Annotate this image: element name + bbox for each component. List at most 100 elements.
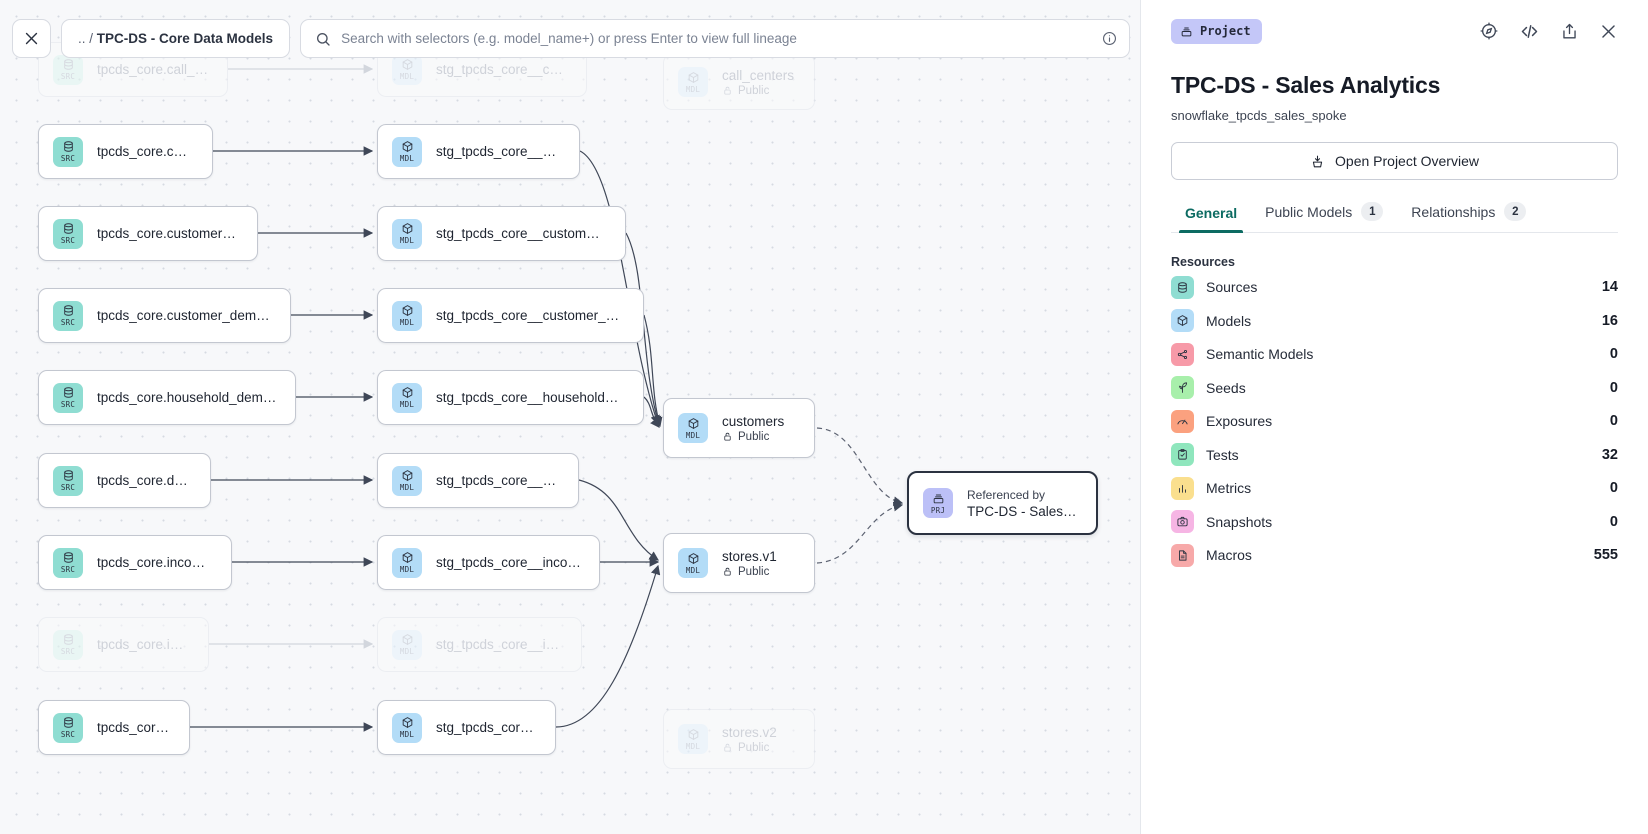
resource-row[interactable]: Metrics 0 <box>1171 473 1618 504</box>
node-labels: stg_tpcds_core__store <box>436 720 537 735</box>
database-icon <box>1171 275 1194 299</box>
node-type-label: MDL <box>399 154 415 164</box>
node-type-label: SRC <box>60 400 76 410</box>
tab-count: 2 <box>1504 202 1527 221</box>
graph-node[interactable]: SRC tpcds_core.income_band <box>38 535 232 590</box>
graph-node[interactable]: SRC tpcds_core.date_dim <box>38 453 211 508</box>
node-label: tpcds_core.inventory <box>97 637 190 652</box>
graph-node[interactable]: MDL stg_tpcds_core__customer_demogra… <box>377 288 644 343</box>
lineage-canvas[interactable]: SRC tpcds_core.call_center SRC tpcds_cor… <box>0 0 1140 834</box>
node-labels: tpcds_core.household_demographics <box>97 390 277 405</box>
graph-node[interactable]: MDL stg_tpcds_core__store <box>377 700 556 755</box>
node-access: Public <box>722 431 784 443</box>
graph-node[interactable]: SRC tpcds_core.store <box>38 700 190 755</box>
node-type-badge: MDL <box>678 548 708 578</box>
cube-icon <box>401 222 414 235</box>
lock-icon <box>722 431 733 442</box>
resource-row[interactable]: Sources 14 <box>1171 272 1618 303</box>
node-type-badge: SRC <box>53 300 83 331</box>
resource-name: Metrics <box>1206 480 1252 497</box>
node-access-label: Public <box>738 84 770 97</box>
resource-row[interactable]: Exposures 0 <box>1171 406 1618 437</box>
node-label: tpcds_core.store <box>97 720 171 735</box>
share-icon[interactable] <box>1560 22 1579 41</box>
cube-icon <box>687 417 700 430</box>
graph-node[interactable]: MDL stg_tpcds_core__income_band <box>377 535 600 590</box>
cube-icon <box>401 716 414 729</box>
node-label: call_centers <box>722 67 795 83</box>
resource-row[interactable]: Tests 32 <box>1171 440 1618 471</box>
node-type-label: SRC <box>60 236 76 246</box>
node-access: Public <box>722 566 777 578</box>
breadcrumb-prefix: .. / <box>78 31 94 46</box>
graph-node[interactable]: MDL stg_tpcds_core__inventory <box>377 617 582 672</box>
code-icon[interactable] <box>1519 21 1540 42</box>
graph-node[interactable]: MDL stg_tpcds_core__household_demogr… <box>377 370 644 425</box>
graph-node[interactable]: SRC tpcds_core.customer_demographics <box>38 288 291 343</box>
resource-row[interactable]: Snapshots 0 <box>1171 507 1618 538</box>
lineage-nodes: SRC tpcds_core.call_center SRC tpcds_cor… <box>38 42 1098 769</box>
search-input[interactable] <box>341 31 1093 46</box>
node-labels: tpcds_core.customer_demographics <box>97 308 272 323</box>
close-panel-icon[interactable] <box>1599 22 1618 41</box>
node-type-badge: SRC <box>53 629 83 660</box>
tab-general[interactable]: General <box>1171 205 1251 233</box>
node-labels: stg_tpcds_core__customer <box>436 144 561 159</box>
search-box[interactable] <box>300 19 1131 58</box>
bars-icon <box>1171 476 1194 500</box>
project-icon <box>932 492 945 505</box>
graph-node[interactable]: SRC tpcds_core.customer_address <box>38 206 258 261</box>
resource-count: 32 <box>1601 446 1618 463</box>
graph-node[interactable]: MDL stg_tpcds_core__customer <box>377 124 580 179</box>
lock-icon <box>722 85 733 96</box>
resource-row[interactable]: Models 16 <box>1171 306 1618 337</box>
graph-node[interactable]: MDL stg_tpcds_core__date_dim <box>377 453 579 508</box>
cube-icon <box>687 71 700 84</box>
graph-node[interactable]: SRC tpcds_core.household_demographics <box>38 370 296 425</box>
cube-icon <box>401 140 414 153</box>
node-labels: tpcds_core.call_center <box>97 62 209 77</box>
node-supertitle: Referenced by <box>967 487 1046 502</box>
node-type-label: MDL <box>685 430 701 440</box>
resource-row[interactable]: Semantic Models 0 <box>1171 339 1618 370</box>
tab-label: General <box>1185 205 1238 221</box>
graph-node[interactable]: SRC tpcds_core.customer <box>38 124 213 179</box>
clipboard-icon <box>1171 443 1194 467</box>
resource-count: 16 <box>1601 312 1618 329</box>
graph-node[interactable]: SRC tpcds_core.inventory <box>38 617 209 672</box>
compass-icon[interactable] <box>1479 21 1499 41</box>
node-access: Public <box>722 742 777 754</box>
cube-icon <box>401 551 414 564</box>
node-label: stg_tpcds_core__customer_demogra… <box>436 308 625 323</box>
cube-icon <box>1171 309 1194 333</box>
node-type-label: MDL <box>399 483 415 493</box>
graph-node[interactable]: MDL stg_tpcds_core__customer_address <box>377 206 626 261</box>
resource-name: Exposures <box>1206 413 1273 430</box>
resource-row[interactable]: Seeds 0 <box>1171 373 1618 404</box>
node-label: stores.v2 <box>722 724 777 740</box>
open-project-overview-button[interactable]: Open Project Overview <box>1171 142 1618 180</box>
file-icon <box>1171 543 1194 567</box>
node-label: stg_tpcds_core__household_demogr… <box>436 390 625 405</box>
cube-icon <box>687 728 700 741</box>
node-type-label: MDL <box>685 741 701 751</box>
resource-row[interactable]: Macros 555 <box>1171 540 1618 571</box>
node-label: tpcds_core.income_band <box>97 555 213 570</box>
close-graph-button[interactable] <box>12 19 51 58</box>
node-type-label: MDL <box>399 730 415 740</box>
node-labels: stg_tpcds_core__inventory <box>436 637 563 652</box>
node-label: stg_tpcds_core__income_band <box>436 555 581 570</box>
resource-name: Semantic Models <box>1206 346 1314 363</box>
details-panel: Project <box>1140 0 1648 834</box>
info-icon[interactable] <box>1102 31 1117 46</box>
breadcrumb[interactable]: .. / TPC-DS - Core Data Models <box>61 19 291 58</box>
node-type-badge: SRC <box>53 136 83 167</box>
